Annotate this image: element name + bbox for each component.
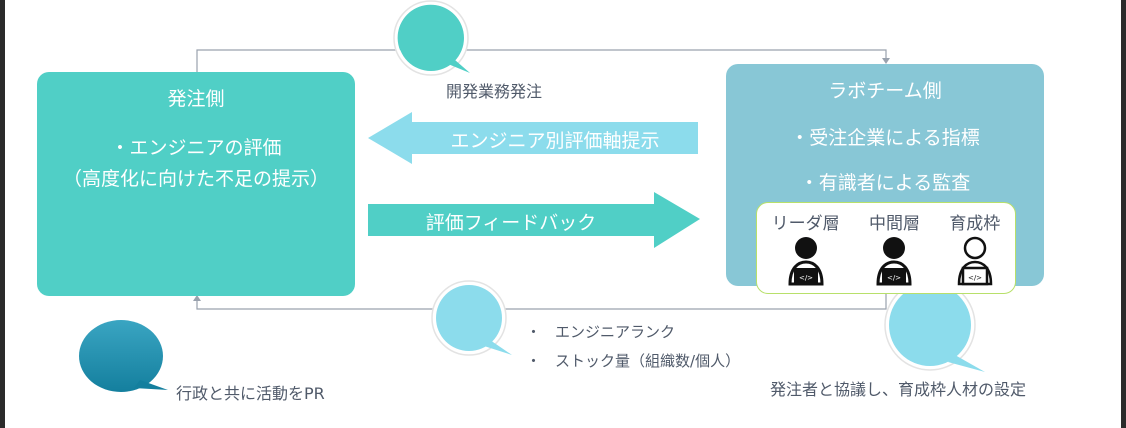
lab-team-title: ラボチーム側 xyxy=(828,80,942,102)
bottom-center-speech-bubble-icon xyxy=(431,280,512,356)
tier-label: 中間層 xyxy=(868,214,920,234)
lab-team-point-2: ・有識者による監査 xyxy=(799,172,971,194)
window-edge-left xyxy=(0,0,5,428)
svg-text:</>: </> xyxy=(799,274,813,282)
bottom-metrics-list: ・エンジニアランク ・ストック量（組織数/個人） xyxy=(526,318,740,376)
development-order-label: 開発業務発注 xyxy=(446,82,543,101)
pr-activity-label: 行政と共に活動をPR xyxy=(176,384,325,403)
engineer-dark-icon: </> xyxy=(788,237,824,286)
bottom-left-speech-bubble-icon xyxy=(79,320,168,392)
tier-leader: リーダ層 </> xyxy=(772,203,840,293)
client-side-box: 発注側 ・エンジニアの評価 （高度化に向けた不足の提示） xyxy=(37,72,355,296)
trainee-setting-label: 発注者と協議し、育成枠人材の設定 xyxy=(770,380,1027,399)
tier-panel: リーダ層 </> 中間層 </> 育成枠 </> xyxy=(756,202,1016,294)
feedback-arrow-label: 評価フィードバック xyxy=(425,212,597,234)
client-side-title: 発注側 xyxy=(167,88,225,110)
top-speech-bubble-icon xyxy=(393,0,470,76)
bottom-connector-arrowhead xyxy=(193,295,201,301)
bottom-connector xyxy=(196,290,887,310)
arrow-left-shape xyxy=(368,112,698,164)
top-connector xyxy=(196,49,887,72)
svg-text:</>: </> xyxy=(887,274,901,282)
arrow-right-shape xyxy=(368,192,700,248)
client-side-point: ・エンジニアの評価 xyxy=(110,137,282,159)
client-side-point-detail: （高度化に向けた不足の提示） xyxy=(62,168,329,190)
metric-item: ・ストック量（組織数/個人） xyxy=(526,352,741,370)
bottom-right-speech-bubble-icon xyxy=(884,279,985,372)
engineer-dark-icon: </> xyxy=(876,237,912,286)
svg-text:</>: </> xyxy=(968,274,982,282)
lab-team-point-1: ・受注企業による指標 xyxy=(790,127,980,149)
tier-middle: 中間層 </> xyxy=(869,203,920,293)
engineer-outline-icon: </> xyxy=(957,236,993,286)
window-edge-right xyxy=(1121,0,1126,428)
tier-trainee: 育成枠 </> xyxy=(949,203,1000,293)
tier-label: リーダ層 xyxy=(771,214,840,234)
tier-label: 育成枠 xyxy=(949,214,1001,234)
top-connector-arrowhead xyxy=(882,58,890,64)
evaluation-axis-arrow-label: エンジニア別評価軸提示 xyxy=(450,130,660,152)
metric-item: ・エンジニアランク xyxy=(526,323,676,341)
